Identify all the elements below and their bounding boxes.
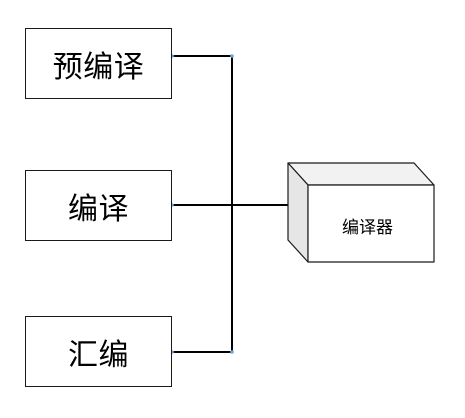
endpoint-marker xyxy=(230,54,234,58)
compile-box: 编译 xyxy=(25,170,172,241)
preprocess-label: 预编译 xyxy=(52,49,145,85)
assemble-box: 汇编 xyxy=(25,316,172,387)
preprocess-box: 预编译 xyxy=(25,28,172,99)
connector-assemble xyxy=(172,205,233,353)
cube-top-face xyxy=(287,162,435,186)
compiler-label: 编译器 xyxy=(342,217,393,238)
cube-front-face xyxy=(307,184,435,263)
assemble-label: 汇编 xyxy=(68,337,129,373)
endpoint-marker xyxy=(230,350,234,354)
compiler-cube xyxy=(287,162,435,263)
connector-lines xyxy=(172,55,295,353)
compile-label: 编译 xyxy=(68,191,129,227)
connector-preprocess xyxy=(172,55,233,205)
